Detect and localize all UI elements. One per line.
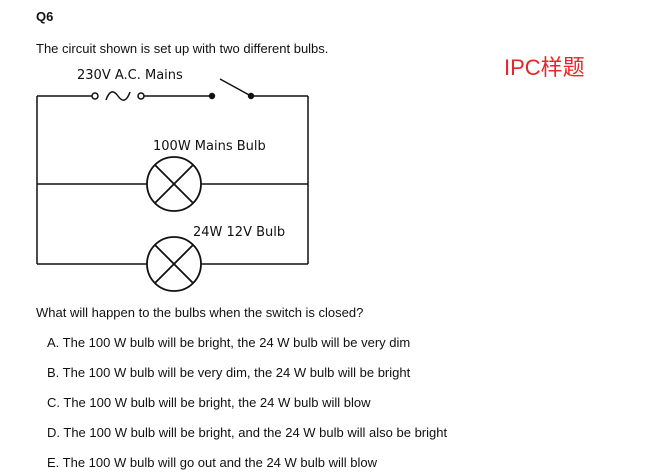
option-e: E. The 100 W bulb will go out and the 24… bbox=[47, 455, 377, 470]
question-number: Q6 bbox=[36, 9, 54, 24]
watermark-stamp: IPC样题 bbox=[504, 55, 585, 80]
option-a: A. The 100 W bulb will be bright, the 24… bbox=[47, 335, 411, 350]
option-c: C. The 100 W bulb will be bright, the 24… bbox=[47, 395, 371, 410]
switch-icon bbox=[208, 78, 255, 100]
bulb2-label: 24W 12V Bulb bbox=[193, 225, 285, 240]
question-prompt: What will happen to the bulbs when the s… bbox=[36, 305, 364, 320]
bulb-100w-icon bbox=[146, 156, 202, 212]
supply-label: 230V A.C. Mains bbox=[77, 68, 183, 83]
option-d: D. The 100 W bulb will be bright, and th… bbox=[47, 425, 448, 440]
ac-supply-icon bbox=[91, 91, 145, 101]
circuit-wires bbox=[36, 95, 309, 265]
bulb-24w-icon bbox=[146, 236, 202, 292]
option-b: B. The 100 W bulb will be very dim, the … bbox=[47, 365, 411, 380]
circuit-diagram: 230V A.C. Mains 100W Mains Bulb 24W 12V … bbox=[36, 68, 309, 292]
question-intro: The circuit shown is set up with two dif… bbox=[36, 41, 329, 56]
bulb1-label: 100W Mains Bulb bbox=[153, 139, 266, 154]
